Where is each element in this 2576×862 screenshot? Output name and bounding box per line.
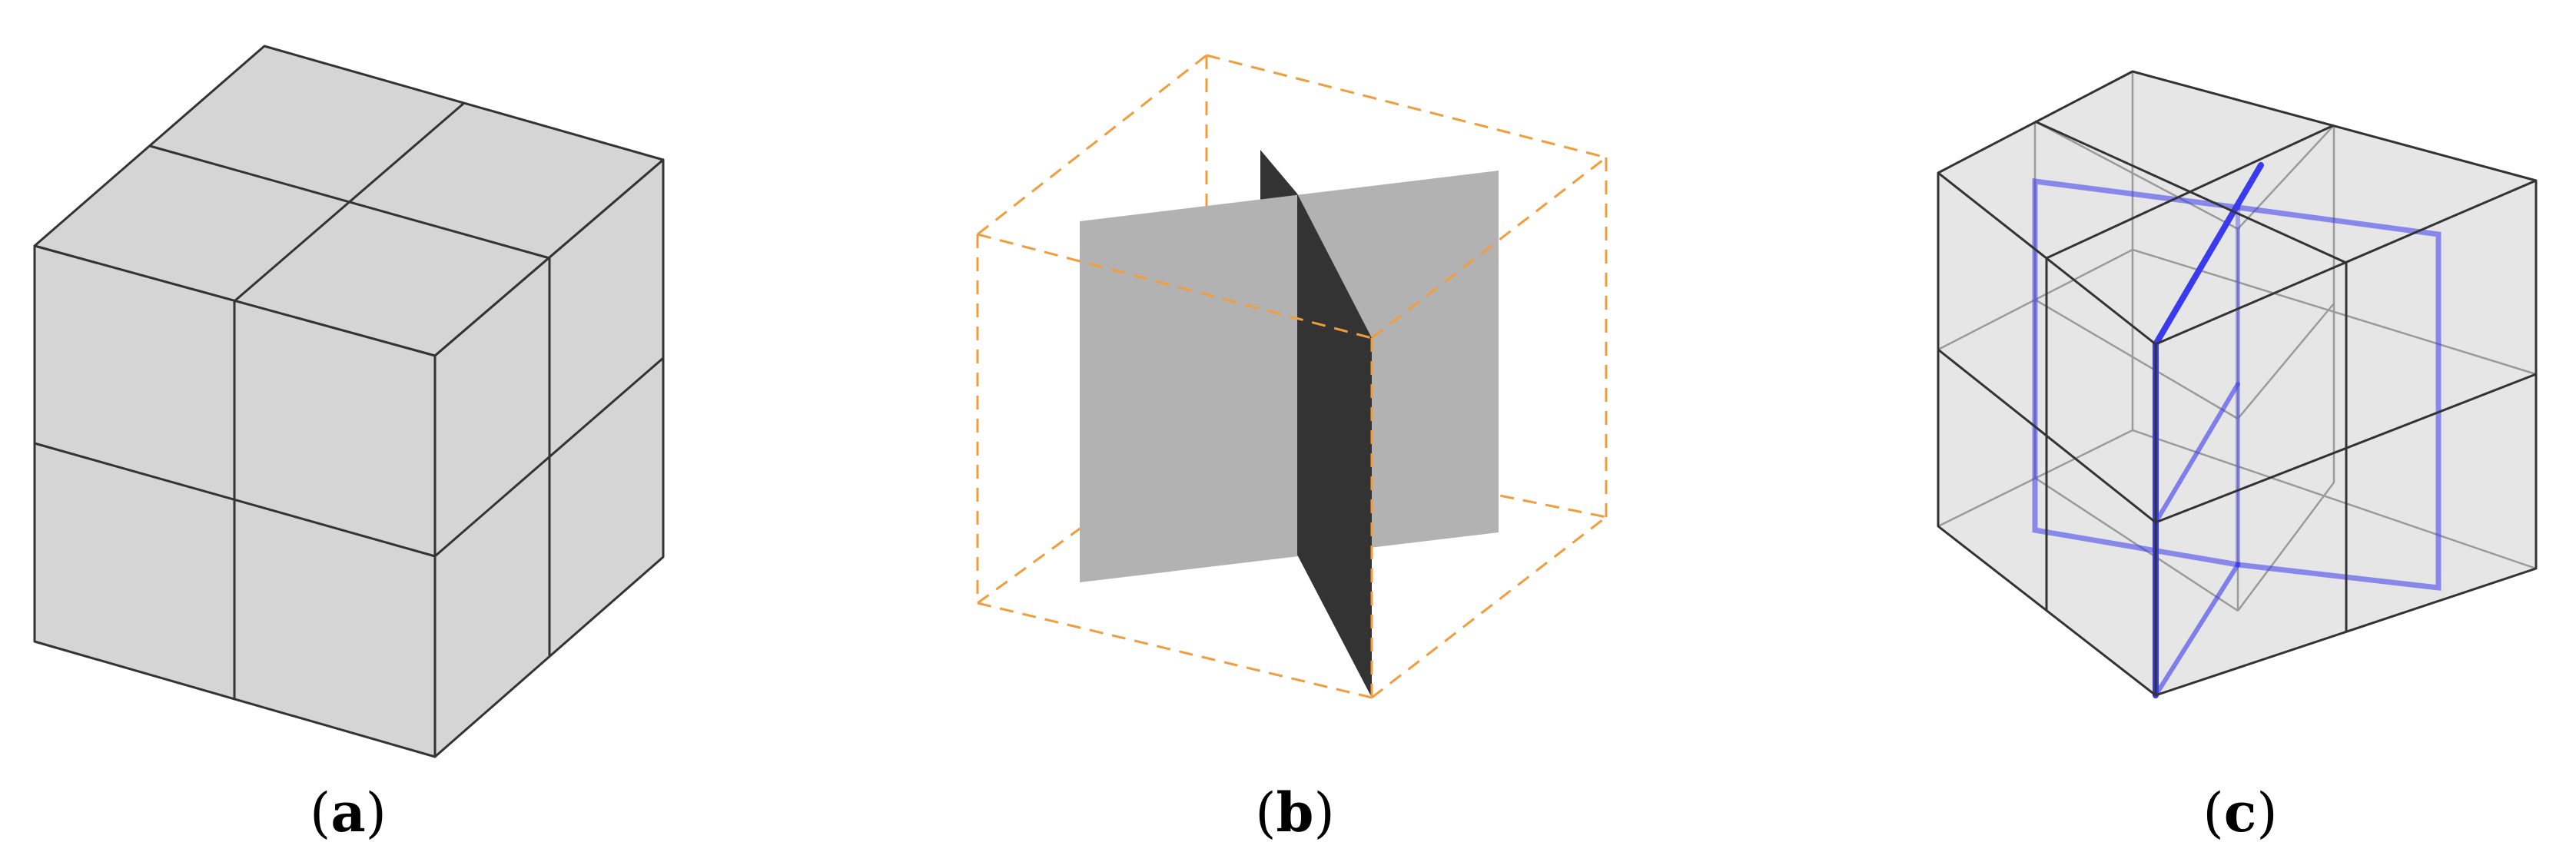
caption-b: (b) bbox=[1255, 781, 1335, 844]
cube-a-top-div-2 bbox=[149, 144, 550, 260]
blue-diag-low bbox=[2153, 562, 2240, 698]
blue-loop-left bbox=[2032, 178, 2241, 568]
blue-diag-top bbox=[2153, 162, 2264, 347]
panel-b: (b) bbox=[976, 54, 1608, 844]
blue-diag-mid bbox=[2153, 382, 2240, 525]
caption-c: (c) bbox=[2203, 781, 2277, 844]
dark-plane-front bbox=[1297, 194, 1372, 698]
cube-c-front-edges bbox=[1937, 70, 2538, 697]
cube-a bbox=[33, 45, 665, 758]
panel-a: (a) bbox=[33, 45, 665, 844]
panel-c: (c) bbox=[1937, 70, 2538, 844]
cube-a-left-div-h bbox=[34, 442, 436, 558]
caption-a: (a) bbox=[310, 781, 387, 844]
light-plane bbox=[1080, 171, 1499, 582]
cube-a-right-div-h bbox=[434, 356, 664, 558]
dashed-box-front bbox=[977, 156, 1608, 699]
cube-a-subdivision-lines bbox=[34, 101, 664, 699]
